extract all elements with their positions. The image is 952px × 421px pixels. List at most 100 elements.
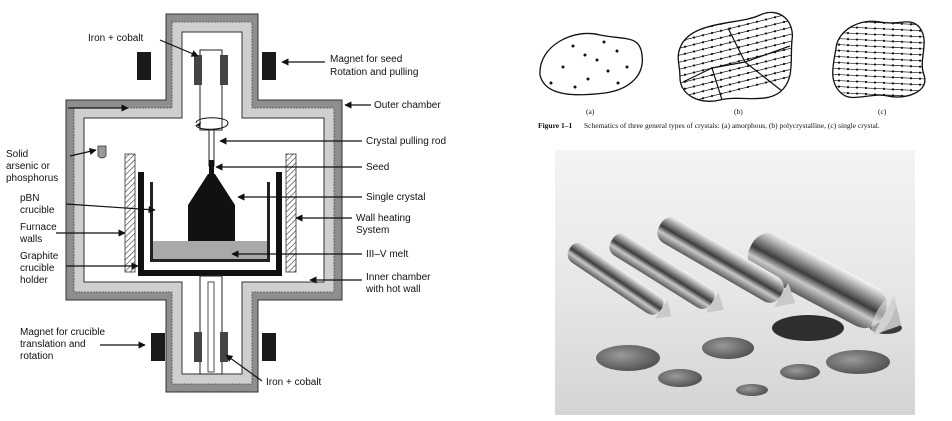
lattice-atom bbox=[846, 62, 850, 65]
lattice-atom bbox=[838, 98, 840, 100]
lattice-atom bbox=[764, 74, 768, 77]
lattice-atom bbox=[764, 60, 768, 63]
lattice-atom bbox=[756, 0, 758, 2]
lattice-atom bbox=[738, 4, 740, 6]
lattice-atom bbox=[865, 99, 867, 101]
wafer bbox=[826, 350, 890, 374]
lattice-atom bbox=[773, 51, 777, 54]
lattice-atom bbox=[891, 70, 895, 73]
lattice-atom bbox=[855, 56, 859, 59]
lattice-atom bbox=[755, 20, 759, 23]
lattice-line bbox=[832, 73, 925, 80]
lattice-atom bbox=[900, 46, 904, 49]
lattice-line bbox=[832, 43, 925, 50]
ingot bbox=[567, 242, 672, 319]
label-pbn-line2: crucible bbox=[20, 205, 55, 216]
label-solid-line3: phosphorus bbox=[6, 173, 58, 184]
lattice-atom bbox=[782, 41, 786, 45]
lattice-atom bbox=[856, 98, 858, 100]
lattice-atom bbox=[773, 44, 777, 47]
lattice-line bbox=[832, 37, 925, 44]
lattice-atom bbox=[891, 88, 895, 91]
lattice-atom bbox=[755, 62, 759, 65]
lattice-atom bbox=[919, 108, 921, 110]
label-b: (b) bbox=[734, 107, 743, 116]
lattice-atom bbox=[701, 62, 705, 65]
lattice-atom bbox=[928, 84, 930, 86]
lattice-atom bbox=[891, 76, 895, 79]
lattice-atom bbox=[710, 17, 714, 21]
figure-caption-prefix: Figure 1–1 bbox=[538, 121, 572, 130]
lattice-atom bbox=[865, 15, 867, 17]
lattice-atom bbox=[873, 57, 877, 60]
iron-cobalt-block-bottom-right bbox=[220, 332, 228, 362]
lattice-atom bbox=[919, 18, 921, 20]
lattice-atom bbox=[692, 43, 696, 46]
lattice-atom bbox=[683, 17, 687, 20]
lattice-atom bbox=[846, 56, 850, 59]
lattice-atom bbox=[855, 26, 859, 29]
lattice-line bbox=[672, 0, 800, 8]
lattice-atom bbox=[710, 87, 714, 91]
lattice-atom bbox=[693, 8, 695, 10]
lattice-atom bbox=[909, 77, 913, 80]
lattice-atom bbox=[882, 69, 886, 72]
lattice-atom bbox=[829, 67, 831, 69]
lattice-atom bbox=[909, 65, 913, 68]
lattice-atom bbox=[737, 67, 741, 70]
lattice-line bbox=[832, 55, 925, 62]
lattice-atom bbox=[891, 34, 895, 37]
lattice-atom bbox=[883, 16, 885, 18]
lattice-atom bbox=[692, 36, 696, 39]
lattice-atom bbox=[701, 48, 705, 51]
lattice-atom bbox=[846, 74, 850, 77]
lattice-atom bbox=[701, 34, 705, 37]
single-crystal-lattice bbox=[826, 13, 934, 110]
lattice-atom bbox=[928, 90, 930, 92]
lattice-atom bbox=[892, 100, 894, 102]
label-iron-cobalt-top: Iron + cobalt bbox=[88, 33, 144, 44]
lattice-atom bbox=[683, 87, 687, 90]
lattice-atom bbox=[746, 57, 750, 61]
lattice-atom bbox=[692, 99, 696, 102]
lattice-line bbox=[826, 98, 934, 103]
lattice-atom bbox=[702, 0, 704, 1]
lattice-atom bbox=[918, 95, 922, 98]
lattice-atom bbox=[909, 83, 913, 86]
lattice-atom bbox=[764, 67, 768, 70]
lattice-atom bbox=[746, 36, 750, 40]
melt bbox=[153, 241, 267, 259]
lattice-atom bbox=[910, 107, 912, 109]
lattice-atom bbox=[737, 46, 741, 49]
lattice-atom bbox=[909, 47, 913, 50]
lattice-atom bbox=[891, 28, 895, 31]
lattice-atom bbox=[755, 83, 759, 86]
lattice-atom bbox=[909, 71, 913, 74]
lattice-atom bbox=[829, 13, 831, 15]
lattice-atom bbox=[864, 92, 868, 96]
lattice-atom bbox=[692, 64, 696, 67]
lattice-atom bbox=[711, 4, 713, 6]
lattice-atom bbox=[873, 27, 877, 30]
lattice-line bbox=[832, 85, 925, 92]
lattice-atom bbox=[918, 65, 922, 68]
lattice-atom bbox=[873, 39, 877, 42]
lattice-atom bbox=[675, 55, 677, 57]
lattice-atom bbox=[764, 46, 768, 49]
lattice-atom bbox=[719, 36, 723, 39]
lattice-atom bbox=[891, 52, 895, 55]
lattice-atom bbox=[856, 14, 858, 16]
lattice-atom bbox=[675, 83, 677, 85]
lattice-atom bbox=[855, 86, 859, 89]
lattice-atom bbox=[855, 44, 859, 47]
lattice-atom bbox=[910, 17, 912, 19]
lattice-atom bbox=[773, 37, 777, 40]
lattice-atom bbox=[692, 50, 696, 53]
amorphous-shape bbox=[539, 32, 643, 96]
lattice-atom bbox=[719, 78, 723, 81]
lattice-atom bbox=[919, 102, 921, 104]
wafer bbox=[736, 384, 768, 396]
lattice-atom bbox=[791, 12, 793, 14]
lattice-atom bbox=[882, 63, 886, 66]
label-graphite-line2: crucible bbox=[20, 263, 55, 274]
